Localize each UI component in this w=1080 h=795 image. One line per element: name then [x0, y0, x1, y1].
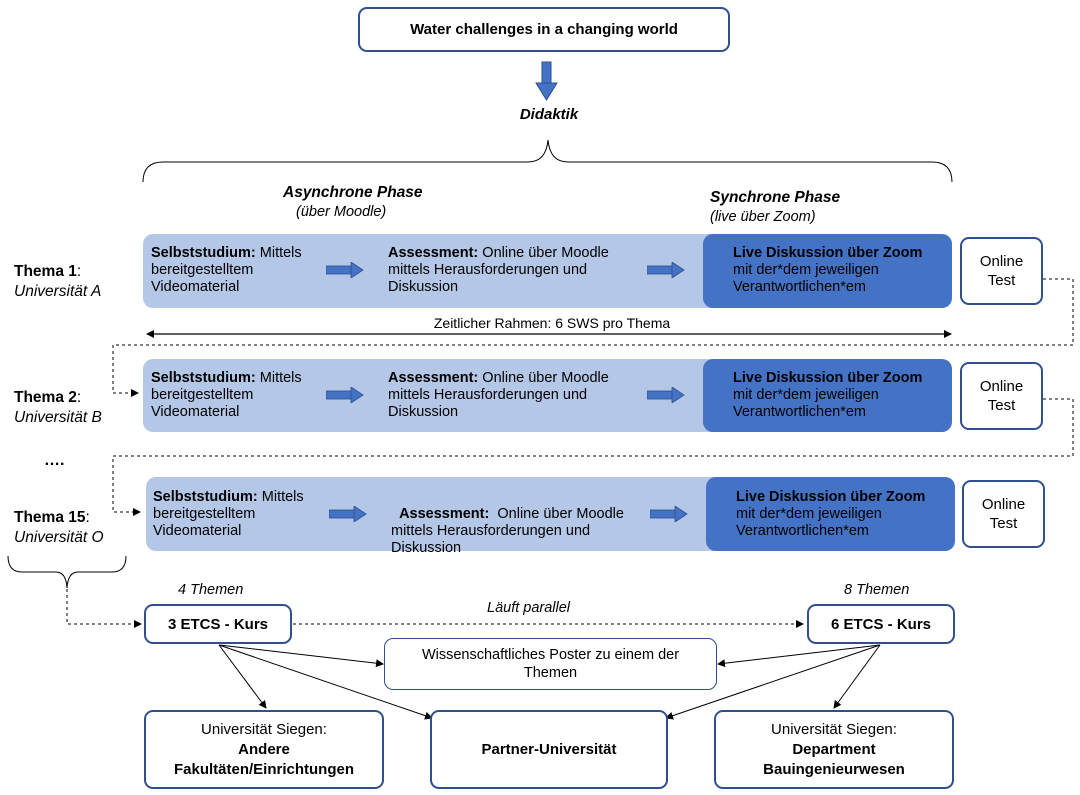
thema-uni-15: Universität O — [14, 529, 104, 546]
sync-phase-title: Synchrone Phase — [710, 189, 841, 206]
poster-text: Wissenschaftliches Poster zu einem der T… — [421, 647, 680, 681]
arrow-3etcs-siegen — [218, 644, 267, 709]
assessment-title-15: Assessment: — [399, 506, 490, 522]
sync-phase-sub: (live über Zoom) — [710, 209, 816, 225]
online-test-text-2: Online Test — [979, 378, 1024, 414]
target-partner: Partner-Universität — [430, 710, 668, 789]
online-test-text-1: Online Test — [979, 253, 1024, 289]
sync-band-2 — [703, 359, 952, 432]
right-arrow-icon — [325, 386, 364, 407]
thema-label-1: Thema 1: Universität A — [14, 262, 101, 302]
poster-box: Wissenschaftliches Poster zu einem der T… — [384, 638, 717, 690]
right-arrow-icon — [328, 505, 367, 526]
target-siegen-other-line2: Andere Fakultäten/Einrichtungen — [174, 740, 355, 778]
assessment-text-1: Online über Moodle mittels Herausforderu… — [388, 245, 609, 295]
live-title-15: Live Diskussion über Zoom — [736, 489, 926, 505]
thema-uni-2: Universität B — [14, 409, 102, 426]
async-band-1 — [143, 234, 723, 308]
assessment-15: Assessment: Online über Moodle mittels H… — [391, 489, 641, 557]
async-phase-header: Asynchrone Phase (über Moodle) — [283, 183, 473, 221]
live-text-15: mit der*dem jeweiligen Verantwortlichen*… — [736, 506, 882, 539]
connector-row1-row2 — [112, 278, 1074, 397]
connector-brace-course — [66, 589, 142, 628]
async-band-15 — [146, 477, 726, 551]
right-arrow-icon — [646, 261, 685, 282]
online-test-text-15: Online Test — [981, 496, 1026, 532]
self-study-text-15: Mittels bereitgestelltem Videomaterial — [153, 489, 304, 539]
thema-name-1: Thema 1 — [14, 263, 77, 280]
connector-row2-row15 — [112, 398, 1074, 516]
thema-uni-1: Universität A — [14, 283, 102, 300]
live-discussion-1: Live Diskussion über Zoom mit der*dem je… — [733, 245, 948, 296]
right-course-count: 8 Themen — [844, 582, 910, 598]
course-3-etcs-label: 3 ETCS - Kurs — [167, 615, 269, 633]
course-6-etcs: 6 ETCS - Kurs — [807, 604, 955, 644]
diagram-title-text: Water challenges in a changing world — [410, 21, 678, 38]
self-study-15: Selbststudium: Mittels bereitgestelltem … — [153, 489, 333, 540]
phase-brace — [142, 139, 953, 183]
course-6-etcs-label: 6 ETCS - Kurs — [830, 615, 932, 633]
themes-brace — [7, 555, 127, 589]
online-test-15: Online Test — [962, 480, 1045, 548]
online-test-2: Online Test — [960, 362, 1043, 430]
self-study-2: Selbststudium: Mittels bereitgestelltem … — [151, 370, 331, 421]
ellipsis: …. — [44, 452, 65, 469]
thema-label-2: Thema 2: Universität B — [14, 388, 102, 428]
sync-band-15 — [706, 477, 955, 551]
didaktik-label: Didaktik — [519, 106, 579, 123]
target-siegen-bau: Universität Siegen: Department Bauingeni… — [714, 710, 954, 789]
live-text-2: mit der*dem jeweiligen Verantwortlichen*… — [733, 387, 879, 420]
self-study-1: Selbststudium: Mittels bereitgestelltem … — [151, 245, 331, 296]
async-phase-title: Asynchrone Phase — [283, 184, 423, 201]
thema-colon-15: : — [85, 509, 90, 526]
thema-colon-1: : — [76, 263, 82, 280]
sync-band-1 — [703, 234, 952, 308]
right-arrow-icon — [646, 386, 685, 407]
thema-label-15: Thema 15: Universität O — [14, 508, 104, 548]
target-siegen-other: Universität Siegen: Andere Fakultäten/Ei… — [144, 710, 384, 789]
self-study-title-15: Selbststudium: — [153, 489, 258, 505]
down-arrow-icon — [535, 61, 558, 101]
right-arrow-icon — [325, 261, 364, 282]
course-3-etcs: 3 ETCS - Kurs — [144, 604, 292, 644]
target-siegen-bau-line2: Department Bauingenieurwesen — [763, 740, 905, 778]
target-partner-label: Partner-Universität — [481, 740, 617, 758]
thema-name-15: Thema 15 — [14, 509, 86, 526]
arrow-6etcs-bau — [833, 644, 881, 709]
parallel-label: Läuft parallel — [487, 600, 571, 616]
live-title-1: Live Diskussion über Zoom — [733, 245, 923, 261]
arrow-3etcs-partner — [218, 644, 433, 720]
sync-phase-header: Synchrone Phase (live über Zoom) — [710, 188, 900, 226]
arrow-3etcs-poster — [218, 644, 384, 668]
left-course-count: 4 Themen — [178, 582, 244, 598]
thema-colon-2: : — [76, 389, 82, 406]
target-siegen-other-line1: Universität Siegen: — [201, 720, 327, 738]
arrow-6etcs-partner — [665, 644, 881, 720]
assessment-text-15: Online über Moodle mittels Herausforderu… — [391, 506, 628, 556]
assessment-1: Assessment: Online über Moodle mittels H… — [388, 245, 638, 296]
live-discussion-15: Live Diskussion über Zoom mit der*dem je… — [736, 489, 951, 540]
self-study-text-1: Mittels bereitgestelltem Videomaterial — [151, 245, 302, 295]
assessment-title-2: Assessment: — [388, 370, 479, 386]
live-discussion-2: Live Diskussion über Zoom mit der*dem je… — [733, 370, 948, 421]
live-title-2: Live Diskussion über Zoom — [733, 370, 923, 386]
timeframe-label: Zeitlicher Rahmen: 6 SWS pro Thema — [412, 315, 692, 331]
online-test-1: Online Test — [960, 237, 1043, 305]
thema-name-2: Thema 2 — [14, 389, 77, 406]
live-text-1: mit der*dem jeweiligen Verantwortlichen*… — [733, 262, 879, 295]
arrow-6etcs-poster — [717, 644, 881, 668]
self-study-title-1: Selbststudium: — [151, 245, 256, 261]
assessment-text-2: Online über Moodle mittels Herausforderu… — [388, 370, 609, 420]
target-siegen-bau-line1: Universität Siegen: — [771, 720, 897, 738]
async-phase-sub: (über Moodle) — [296, 204, 387, 220]
self-study-title-2: Selbststudium: — [151, 370, 256, 386]
assessment-2: Assessment: Online über Moodle mittels H… — [388, 370, 638, 421]
assessment-title-1: Assessment: — [388, 245, 479, 261]
diagram-title: Water challenges in a changing world — [358, 7, 730, 52]
self-study-text-2: Mittels bereitgestelltem Videomaterial — [151, 370, 302, 420]
async-band-2 — [143, 359, 723, 432]
right-arrow-icon — [649, 505, 688, 526]
